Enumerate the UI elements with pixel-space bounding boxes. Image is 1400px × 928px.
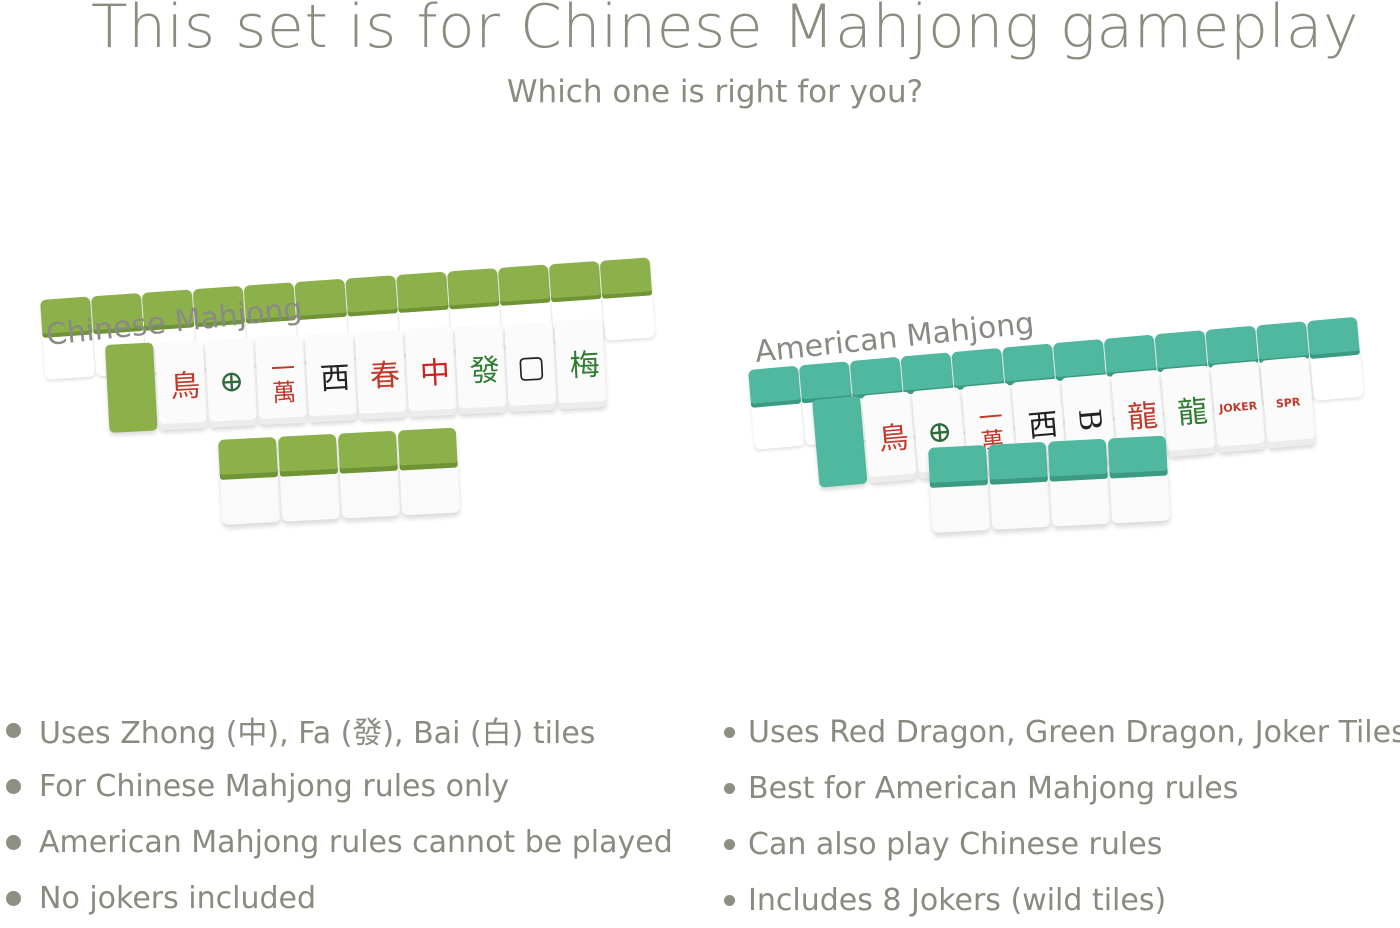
front-tile [928, 444, 991, 533]
face-tile: ⊕ [204, 337, 258, 428]
bullet-icon [6, 890, 21, 906]
feature-text: Includes 8 Jokers (wild tiles) [748, 882, 1167, 918]
feature-text: No jokers included [39, 880, 317, 916]
face-tile: ▢ [504, 321, 557, 412]
feature-item: Uses Red Dragon, Green Dragon, Joker Til… [724, 704, 1400, 760]
feature-item: No jokers included [6, 870, 673, 926]
feature-item: For Chinese Mahjong rules only [6, 758, 673, 814]
face-tile: SPR [1260, 356, 1316, 449]
feature-text: Uses Red Dragon, Green Dragon, Joker Til… [748, 714, 1400, 750]
face-tile: 一萬 [254, 334, 308, 426]
face-tile: 鳥 [154, 339, 208, 431]
bullet-icon [724, 894, 735, 906]
back-tile [748, 365, 805, 450]
front-tile-row [928, 435, 1172, 533]
bullet-icon [6, 834, 21, 850]
feature-item: American Mahjong rules cannot be played [6, 814, 673, 870]
front-tile [337, 430, 401, 519]
page-title: This set is for Chinese Mahjong gameplay [90, 0, 1360, 62]
feature-text: For Chinese Mahjong rules only [39, 768, 510, 804]
page-subtitle: Which one is right for you? [506, 74, 924, 110]
feature-text: American Mahjong rules cannot be played [39, 824, 673, 860]
feature-item: Uses Zhong (中), Fa (發), Bai (白) tiles [6, 702, 673, 758]
front-tile [1107, 435, 1171, 524]
chinese-feature-list: Uses Zhong (中), Fa (發), Bai (白) tiles Fo… [6, 702, 673, 926]
feature-text: Uses Zhong (中), Fa (發), Bai (白) tiles [39, 716, 596, 751]
front-tile [218, 436, 281, 525]
bullet-icon [6, 778, 21, 794]
feature-text: Can also play Chinese rules [748, 826, 1163, 862]
back-tile [599, 257, 656, 341]
back-tile [1306, 316, 1364, 401]
american-feature-list: Uses Red Dragon, Green Dragon, Joker Til… [724, 704, 1400, 928]
tile-back [812, 395, 868, 488]
face-tile: 梅 [554, 318, 607, 410]
front-tile [277, 433, 341, 522]
front-tile-row [218, 427, 462, 525]
face-tile: 鳥 [861, 391, 918, 484]
feature-item: Includes 8 Jokers (wild tiles) [724, 872, 1400, 928]
bullet-icon [724, 782, 735, 794]
face-tile: 發 [454, 324, 508, 415]
front-tile [397, 427, 461, 516]
feature-text: Best for American Mahjong rules [748, 770, 1239, 806]
front-tile [987, 441, 1051, 530]
face-tile: 西 [304, 332, 358, 423]
bullet-icon [724, 838, 735, 850]
feature-item: Can also play Chinese rules [724, 816, 1400, 872]
tile-back [105, 342, 158, 433]
feature-item: Best for American Mahjong rules [724, 760, 1400, 816]
front-tile [1047, 438, 1111, 527]
face-tile: JOKER [1210, 360, 1266, 453]
face-tile: 龍 [1160, 365, 1217, 458]
bullet-icon [724, 726, 735, 738]
face-tile: 中 [404, 326, 458, 418]
face-tile: 春 [354, 329, 408, 420]
bullet-icon [6, 722, 21, 738]
